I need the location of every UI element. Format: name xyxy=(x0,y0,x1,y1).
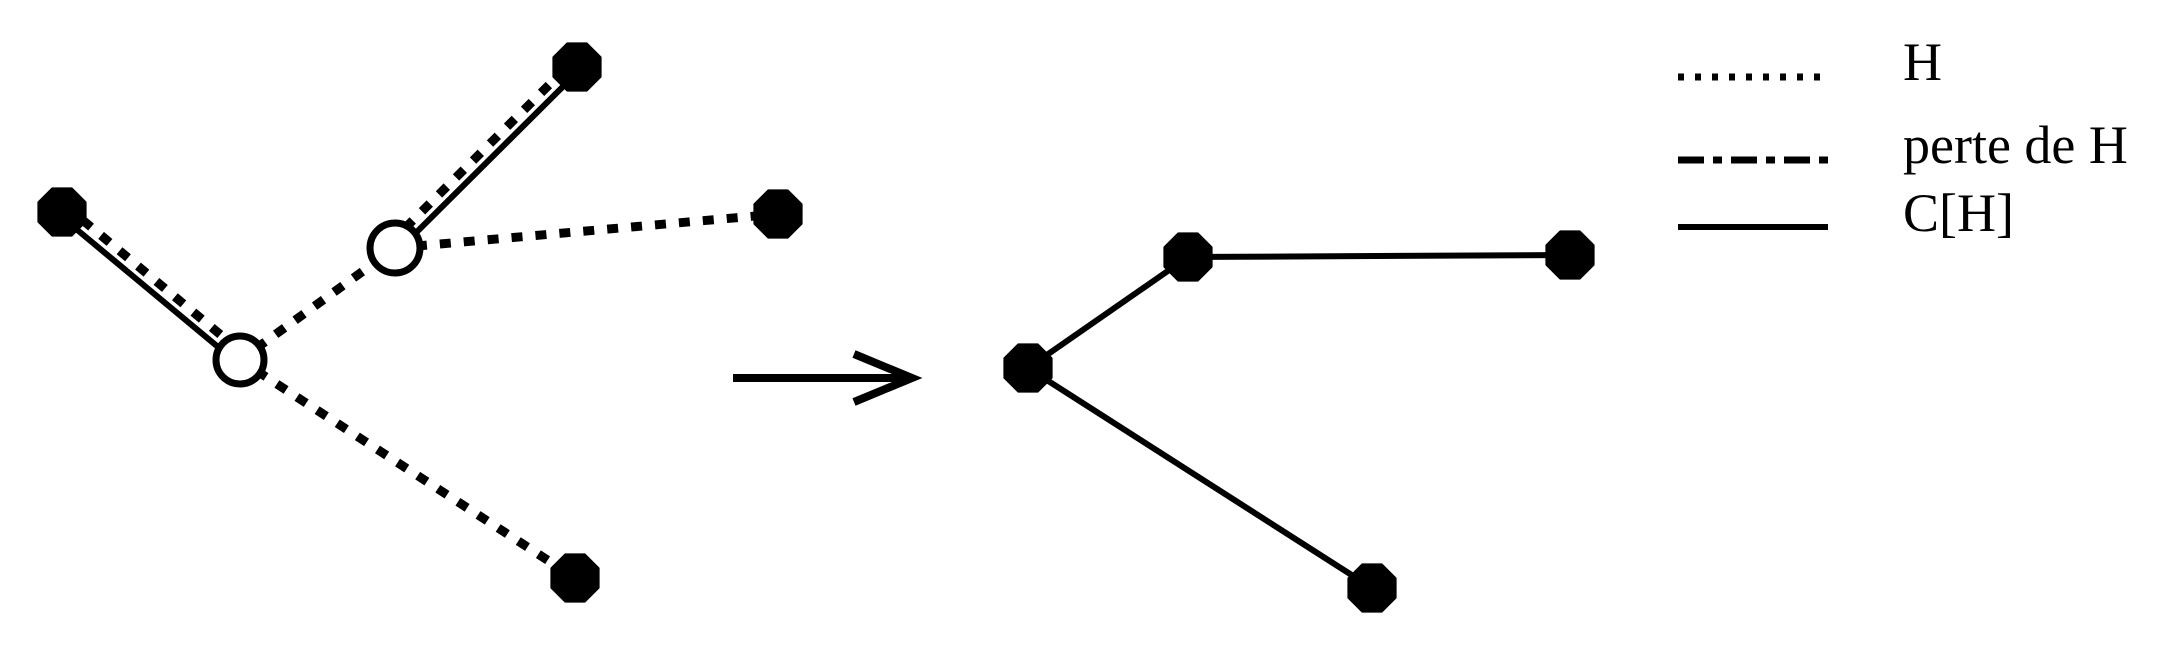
edge-left-graph-a-b-dotted xyxy=(79,216,232,346)
edge-left-graph-c-d-dotted xyxy=(401,73,561,232)
legend-label-perte-de-h: perte de H xyxy=(1903,115,2128,175)
node-left-graph-b-hollow xyxy=(212,332,268,388)
node-right-graph-s-filled xyxy=(1347,563,1397,613)
edge-right-graph-p-s-solid xyxy=(1044,376,1356,580)
node-left-graph-c-hollow xyxy=(366,219,424,277)
legend-swatches xyxy=(1678,73,1828,230)
legend-label-c-h: C[H] xyxy=(1903,183,2014,243)
node-right-graph-q-filled xyxy=(1163,232,1213,282)
nodes-group xyxy=(37,42,1595,613)
edge-left-graph-c-e-dotted xyxy=(415,211,758,251)
edge-left-graph-a-b-solid xyxy=(73,226,224,353)
arrow-head xyxy=(852,350,923,406)
node-left-graph-f-filled xyxy=(550,553,600,603)
node-left-graph-d-filled xyxy=(552,42,602,92)
node-left-graph-a-filled xyxy=(37,187,87,237)
node-right-graph-r-filled xyxy=(1545,230,1595,280)
edge-right-graph-p-q-solid xyxy=(1043,266,1173,359)
edge-right-graph-q-r-solid xyxy=(1208,252,1550,260)
edges-group xyxy=(73,73,1550,580)
node-left-graph-e-filled xyxy=(753,189,803,239)
node-right-graph-p-filled xyxy=(1003,343,1053,393)
legend-label-h: H xyxy=(1903,32,1942,92)
edge-left-graph-b-f-dotted xyxy=(254,367,560,571)
edge-left-graph-c-d-solid xyxy=(410,82,568,239)
edge-left-graph-b-c-dotted xyxy=(253,256,381,352)
transformation-arrow xyxy=(733,350,923,406)
